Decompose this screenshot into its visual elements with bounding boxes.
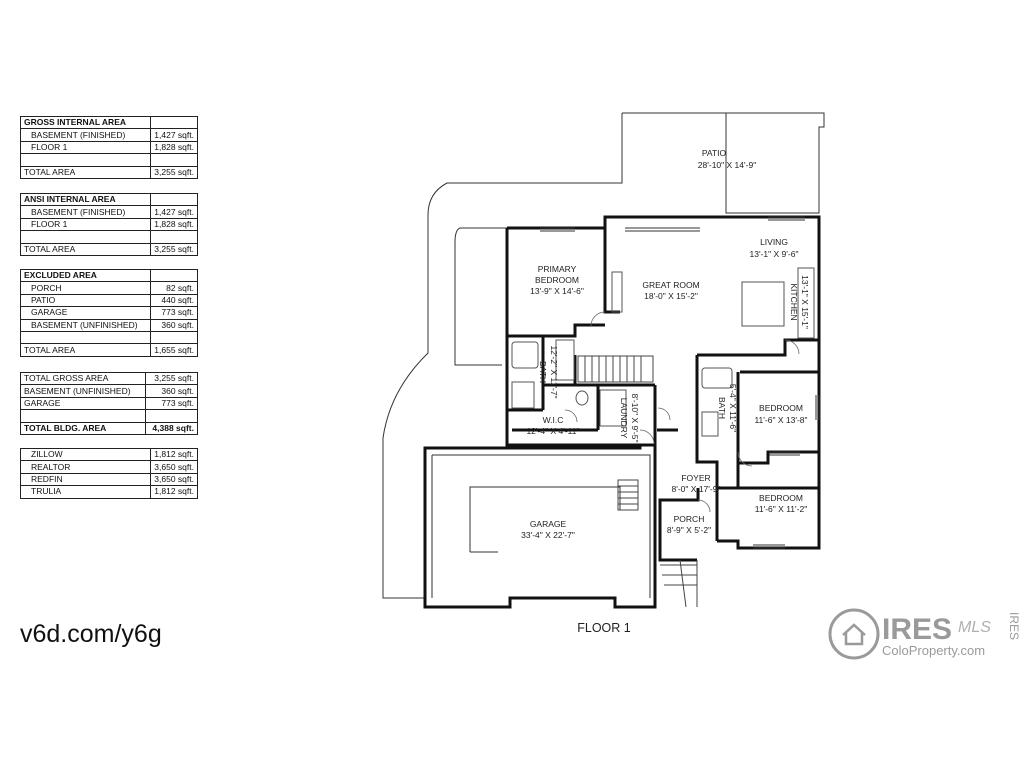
room-living-dims: 13'-1" X 9'-6" <box>750 249 799 259</box>
logo-mls: MLS <box>958 619 991 636</box>
room-patio-name: PATIO <box>702 148 727 158</box>
room-bedroom-2-name: BEDROOM <box>759 493 803 503</box>
windows <box>540 216 820 549</box>
table-row-value: 1,812 sqft. <box>150 485 198 499</box>
room-bath-2-dims: 5'-4" X 11'-6" <box>728 384 738 432</box>
table-total-value: 4,388 sqft. <box>145 421 198 435</box>
short-url: v6d.com/y6g <box>20 620 162 648</box>
room-patio-dims: 28'-10" X 14'-9" <box>698 160 756 170</box>
room-bath-name: BATH <box>538 361 548 383</box>
room-garage-name: GARAGE <box>530 519 567 529</box>
room-great-room-dims: 18'-0" X 15'-2" <box>644 291 698 301</box>
room-bath-dims: 12'-2" X 11'-7" <box>549 345 559 398</box>
table-total-value: 1,655 sqft. <box>150 343 198 357</box>
room-primary-bedroom-name-2: BEDROOM <box>535 275 579 285</box>
fixtures <box>511 267 815 437</box>
table-row-label: FLOOR 1 <box>19 140 152 155</box>
room-wic-dims: 12'-4" X 4'-11" <box>526 426 579 436</box>
room-primary-bedroom-name-1: PRIMARY <box>538 264 577 274</box>
door-swings <box>564 311 800 513</box>
table-header: ANSI INTERNAL AREA <box>19 192 152 207</box>
table-row-value: 1,828 sqft. <box>150 140 198 155</box>
room-kitchen-name: KITCHEN <box>789 283 799 320</box>
room-bedroom-2-dims: 11'-6" X 11'-2" <box>755 504 807 514</box>
room-porch-dims: 8'-9" X 5'-2" <box>667 525 711 535</box>
table-row-label: FLOOR 1 <box>19 217 152 232</box>
logo-side-text: IRES <box>1007 612 1021 640</box>
room-foyer-dims: 8'-0" X 17'-9" <box>672 484 721 494</box>
room-living-name: LIVING <box>760 237 788 247</box>
table-row-value: 773 sqft. <box>150 306 198 320</box>
room-laundry-name: LAUNDRY <box>619 398 629 439</box>
table-row-label: BASEMENT (FINISHED) <box>19 128 152 142</box>
room-garage-dims: 33'-4" X 22'-7" <box>521 530 575 540</box>
table-total-label: TOTAL BLDG. AREA <box>20 421 146 435</box>
patio-outline <box>382 112 825 599</box>
room-laundry-dims: 8'-10" X 9'-5" <box>630 394 640 443</box>
ansi-internal-area-table: ANSI INTERNAL AREA BASEMENT (FINISHED)1,… <box>19 192 198 256</box>
room-bath-2-name: BATH <box>717 397 727 419</box>
table-row-value: 1,427 sqft. <box>150 205 198 219</box>
room-kitchen-dims: 13'-1" X 15'-1" <box>800 275 810 329</box>
logo-brand: IRES <box>882 613 952 646</box>
table-row-label: BASEMENT (FINISHED) <box>19 205 152 219</box>
table-total-value: 3,255 sqft. <box>150 242 198 256</box>
room-bedroom-1-name: BEDROOM <box>759 403 803 413</box>
room-foyer-name: FOYER <box>681 473 710 483</box>
table-total-label: TOTAL AREA <box>19 165 152 179</box>
room-wic-name: W.I.C <box>543 415 564 425</box>
table-total-value: 3,255 sqft. <box>150 165 198 179</box>
house-circle-icon <box>828 608 880 660</box>
stairs <box>577 355 698 608</box>
logo-site: ColoProperty.com <box>882 643 985 658</box>
table-total-label: TOTAL AREA <box>19 242 152 256</box>
room-bedroom-1-dims: 11'-6" X 13'-8" <box>754 415 807 425</box>
table-row-value: 1,828 sqft. <box>150 217 198 232</box>
room-primary-bedroom-dims: 13'-9" X 14'-6" <box>530 286 584 296</box>
table-row-label: TRULIA <box>19 485 152 499</box>
room-porch-name: PORCH <box>674 514 705 524</box>
table-total-label: TOTAL AREA <box>19 343 152 357</box>
floor-label: FLOOR 1 <box>577 621 631 635</box>
table-row-value: 1,427 sqft. <box>150 128 198 142</box>
gross-internal-area-table: GROSS INTERNAL AREA BASEMENT (FINISHED)1… <box>19 115 198 179</box>
ires-logo: IRES MLS ColoProperty.com IRES <box>828 608 1021 660</box>
room-great-room-name: GREAT ROOM <box>642 280 699 290</box>
